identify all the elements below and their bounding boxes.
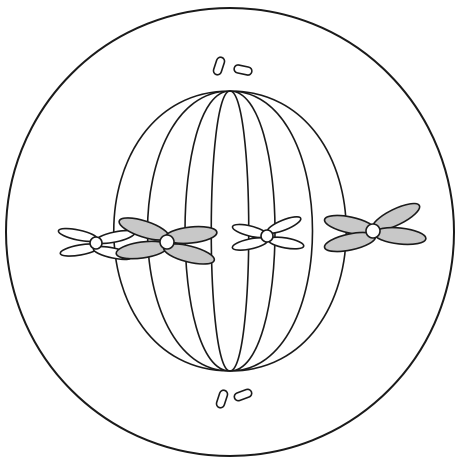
chromosome-shaded-right [323,198,427,255]
chromosome-unshaded-right [231,214,304,253]
centromere [261,230,273,242]
centriole-pair-bottom [215,388,252,409]
chromosome-shaded-left [115,213,218,268]
centriole [233,64,252,76]
centromere [90,237,102,249]
centriole [212,56,225,76]
centromere [366,224,380,238]
centromere [160,235,174,249]
centriole [233,388,253,402]
chromatid [373,225,426,246]
centriole [215,389,228,409]
centriole-pair-top [212,56,252,76]
